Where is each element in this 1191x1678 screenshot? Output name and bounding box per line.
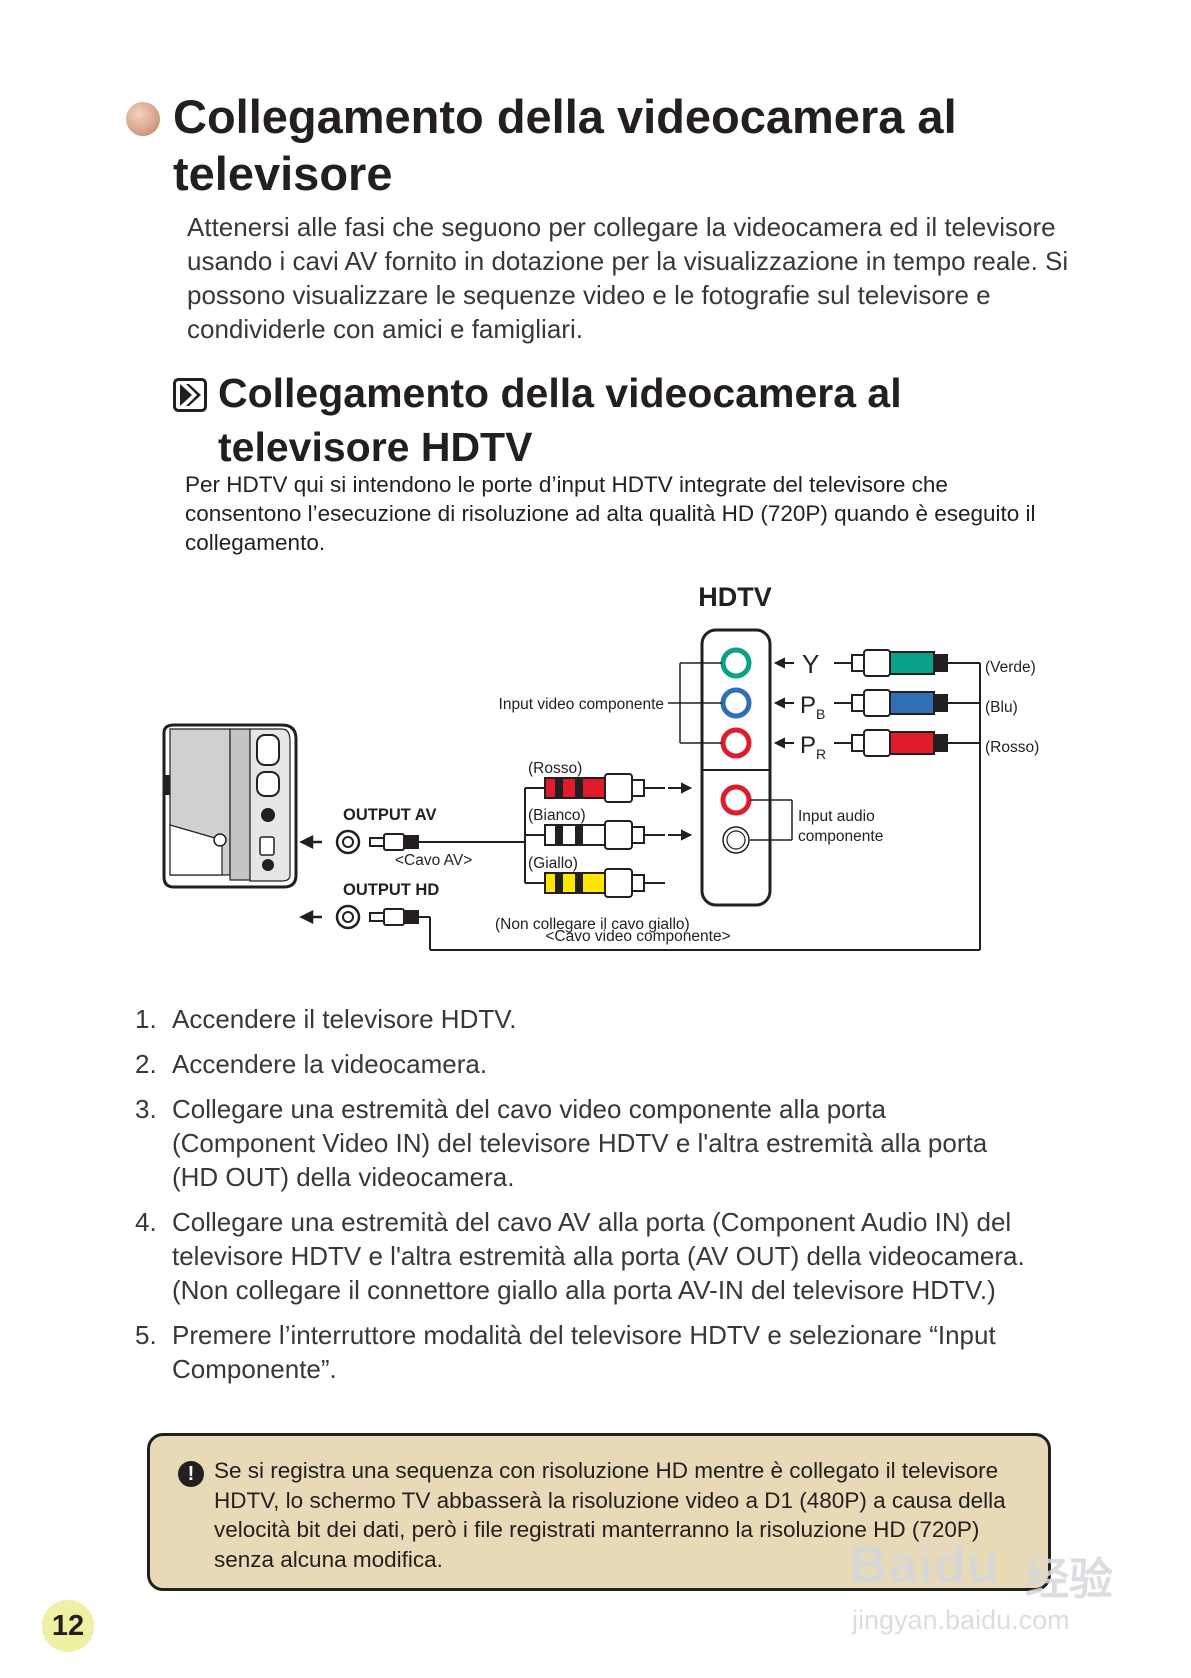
giallo-label: (Giallo) <box>528 855 578 872</box>
page-title-line2: televisore <box>173 147 393 200</box>
list-item: 4. Collegare una estremità del cavo AV al… <box>135 1205 1035 1307</box>
watermark-brand: Baidu <box>850 1536 1000 1594</box>
cavo-video-componente-label: <Cavo video componente> <box>545 928 730 945</box>
note-text: Se si registra una sequenza con risoluzi… <box>214 1458 1006 1572</box>
camera-illustration <box>162 723 298 889</box>
blu-label: (Blu) <box>985 699 1018 716</box>
output-hd-port <box>335 904 361 930</box>
chevron-right-icon <box>173 378 207 412</box>
steps-list: 1. Accendere il televisore HDTV. 2. Accend… <box>135 1002 1035 1397</box>
intro-paragraph: Attenersi alle fasi che seguono per coll… <box>187 212 1069 344</box>
hdtv-panel <box>700 628 772 907</box>
step-text: Collegare una estremità del cavo video c… <box>172 1094 988 1192</box>
arrow-to-camera-icon <box>299 834 322 925</box>
input-audio-label: Input audio <box>798 808 875 825</box>
step-number: 5. <box>135 1320 157 1350</box>
step-text: Accendere il televisore HDTV. <box>172 1004 517 1034</box>
verde-label: (Verde) <box>985 659 1036 676</box>
section-title-line1: Collegamento della videocamera al <box>218 370 902 416</box>
note-box: ! Se si registra una sequenza con risolu… <box>147 1433 1051 1591</box>
list-item: 1. Accendere il televisore HDTV. <box>135 1002 1035 1036</box>
section-bullet-icon <box>126 102 160 136</box>
step-number: 4. <box>135 1207 157 1237</box>
watermark-url: jingyan.baidu.com <box>852 1605 1070 1635</box>
output-hd-label: OUTPUT HD <box>343 881 439 899</box>
step-number: 2. <box>135 1049 157 1079</box>
pr-sub: R <box>816 746 826 762</box>
rosso-component-label: (Rosso) <box>985 739 1039 756</box>
connection-diagram: HDTV Input video componente Input audio … <box>162 582 1039 951</box>
arrow-right-icon <box>668 782 693 841</box>
page-title-line1: Collegamento della videocamera al <box>173 90 957 143</box>
step-number: 3. <box>135 1094 157 1124</box>
non-collegare-label: (Non collegare il cavo giallo) <box>495 916 690 933</box>
bianco-label: (Bianco) <box>528 807 586 824</box>
y-label: Y <box>802 649 819 679</box>
av-plug-white <box>544 820 665 850</box>
pb-sub: B <box>816 706 825 722</box>
page-title: Collegamento della videocamera al televi… <box>173 88 1073 202</box>
component-plug-green <box>834 649 948 677</box>
port-y-green <box>720 647 752 679</box>
list-item: 5. Premere l’interruttore modalità del te… <box>135 1318 1035 1386</box>
output-av-port <box>335 829 361 855</box>
component-cable <box>430 662 981 951</box>
av-cable <box>450 787 545 884</box>
cavo-av-label: <Cavo AV> <box>395 852 472 869</box>
pb-label: P <box>800 692 816 719</box>
component-plug-red <box>834 729 948 757</box>
av-plug-red <box>544 773 665 803</box>
step-number: 1. <box>135 1004 157 1034</box>
input-video-bracket <box>668 662 722 744</box>
hdtv-label: HDTV <box>698 582 772 612</box>
page-number: 12 <box>42 1600 94 1652</box>
watermark-logo: Baidu 经验 jingyan.baidu.com <box>850 1535 1130 1645</box>
step-text: Accendere la videocamera. <box>172 1049 488 1079</box>
input-audio-bracket <box>750 799 793 841</box>
section-title: Collegamento della videocamera al televi… <box>218 366 1078 474</box>
warning-icon: ! <box>178 1461 204 1487</box>
pr-label: P <box>800 732 816 759</box>
section-description: Per HDTV qui si intendono le porte d’inp… <box>185 472 1036 555</box>
rosso-av-label: (Rosso) <box>528 760 582 777</box>
list-item: 3. Collegare una estremità del cavo video… <box>135 1092 1035 1194</box>
port-pb-blue <box>720 687 752 719</box>
output-av-label: OUTPUT AV <box>343 806 437 824</box>
input-audio-label-2: componente <box>798 828 883 845</box>
arrow-left-icon <box>773 657 794 749</box>
section-title-line2: televisore HDTV <box>218 424 533 470</box>
av-plug-yellow <box>544 868 665 898</box>
hd-mini-plug <box>369 908 431 950</box>
list-item: 2. Accendere la videocamera. <box>135 1047 1035 1081</box>
av-mini-plug <box>369 833 450 851</box>
step-text: Collegare una estremità del cavo AV alla… <box>172 1207 1025 1305</box>
port-audio-red <box>720 784 752 816</box>
watermark-cn: 经验 <box>1025 1555 1113 1604</box>
port-audio-white <box>722 826 750 854</box>
component-plug-blue <box>834 689 948 717</box>
step-text: Premere l’interruttore modalità del tele… <box>172 1320 996 1384</box>
input-video-label: Input video componente <box>499 696 664 713</box>
port-pr-red <box>720 727 752 759</box>
